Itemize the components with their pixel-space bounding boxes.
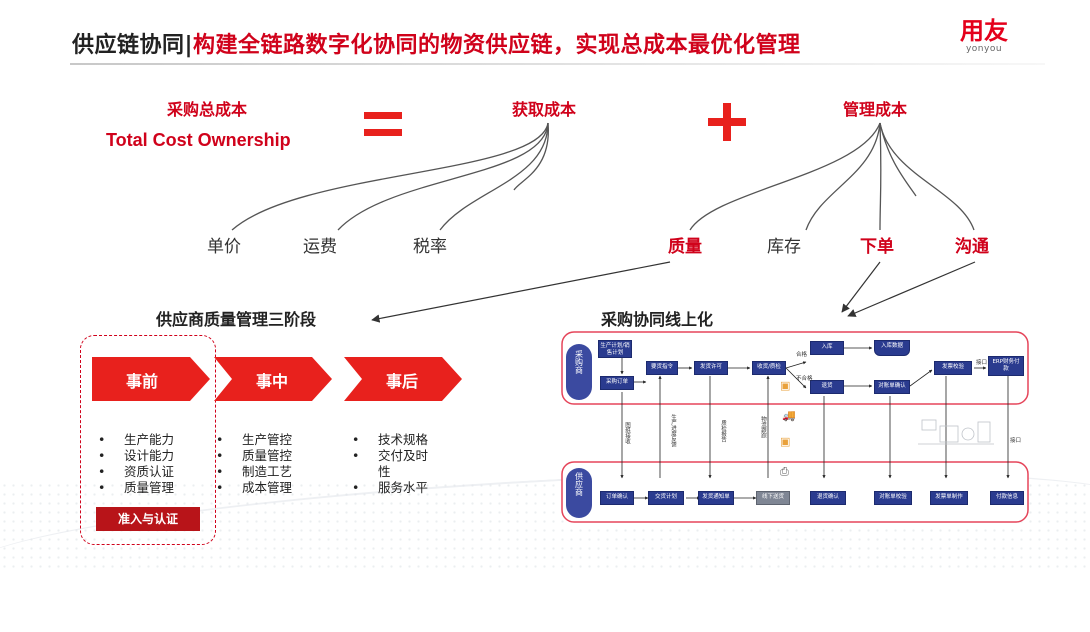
flow-node-invoice-check: 发票校验 [934, 361, 972, 375]
logo-subtext: yonyou [965, 44, 1003, 54]
equals-sign-icon [364, 110, 402, 138]
flow-node-order-confirm: 订单确认 [600, 491, 634, 505]
flow-node-return: 退货 [810, 380, 844, 394]
inventory-item: 库存 [767, 237, 801, 257]
flow-node-ship-notice: 发货通知单 [698, 491, 734, 505]
flow-node-stock-in-data: 入库数据 [874, 340, 910, 356]
total-cost-label: 采购总成本 [167, 100, 248, 119]
certification-badge: 准入与认证 [96, 507, 200, 531]
logo-text: 用友 [960, 17, 1008, 45]
flow-node-delivery-plan: 交货计划 [648, 491, 684, 505]
link-label-pass: 合格 [796, 352, 808, 358]
stage-pre-bullets: 生产能力 设计能力 资质认证 质量管理 [96, 432, 174, 496]
communication-item: 沟通 [955, 237, 989, 257]
flow-lanes-and-links [561, 331, 1029, 523]
truck-icon: 🚚 [782, 409, 796, 422]
stage-post: 事后 [344, 357, 462, 401]
list-item: 资质认证 [96, 464, 174, 480]
stage-pre-label: 事前 [125, 372, 158, 391]
yonyou-logo: 用友 yonyou [960, 18, 1008, 54]
quality-section-title: 供应商质量管理三阶段 [156, 310, 317, 329]
list-item: 制造工艺 [214, 464, 292, 480]
tax-rate-item: 税率 [413, 237, 447, 257]
list-item: 交付及时 [350, 448, 428, 464]
stage-during-label: 事中 [255, 372, 288, 391]
stage-during: 事中 [214, 357, 332, 401]
acquisition-cost-label: 获取成本 [512, 100, 577, 119]
link-label-drawing: 图纸接收 [624, 422, 630, 444]
flow-node-reconcile-check: 对账单校验 [874, 491, 912, 505]
freight-item: 运费 [303, 237, 337, 257]
flow-node-stock-in: 入库 [810, 341, 844, 355]
list-item: 质量管控 [214, 448, 292, 464]
ordering-item: 下单 [860, 237, 894, 257]
equipment-sketch [918, 419, 994, 445]
title-divider [70, 63, 1045, 65]
unit-price-item: 单价 [207, 237, 241, 257]
page-title-main: 构建全链路数字化协同的物资供应链，实现总成本最优化管理 [193, 33, 801, 58]
flow-node-reconcile: 对账单确认 [874, 380, 910, 394]
stage-during-bullets: 生产管控 质量管控 制造工艺 成本管理 [214, 432, 292, 496]
link-label-fail: 不合格 [796, 376, 813, 382]
list-item: 性 [378, 464, 391, 479]
stage-pre: 事前 [92, 357, 210, 401]
package-icon: ▣ [780, 435, 791, 448]
list-item: 设计能力 [96, 448, 174, 464]
supplier-lane-tag: 供应商 [566, 468, 592, 518]
link-label-interface: 接口 [976, 360, 988, 366]
stage-post-bullets: 技术规格 交付及时 性 服务水平 [350, 432, 428, 496]
quality-item: 质量 [668, 237, 702, 257]
link-label-progress: 生产进度反馈 [670, 414, 676, 447]
flow-node-receive-inspect: 收货/质检 [752, 361, 786, 375]
page-title-prefix: 供应链协同| [72, 33, 194, 58]
list-item: 技术规格 [350, 432, 428, 448]
total-cost-english-label: Total Cost Ownership [106, 130, 291, 150]
flow-node-return-confirm: 退货确认 [810, 491, 846, 505]
flow-node-invoice-make: 发票单制作 [930, 491, 968, 505]
flow-node-ship-permit: 发货许可 [694, 361, 728, 375]
buyer-lane-tag: 采购商 [566, 344, 592, 400]
flow-node-delivery-command: 要货指令 [646, 361, 678, 375]
printer-icon: ⎙ [780, 465, 789, 478]
list-item: 质量管理 [96, 480, 174, 496]
list-item: 生产管控 [214, 432, 292, 448]
link-label-qc-report: 质检报告 [720, 420, 726, 442]
flow-node-offline-shipping: 线下送货 [756, 491, 790, 505]
procurement-flow-diagram: 采购商 供应商 生产计划/销售计划 采购订单 要货指令 发货许可 收货/质检 入… [560, 330, 1032, 530]
stage-post-label: 事后 [385, 372, 418, 391]
list-item: 服务水平 [350, 480, 428, 496]
management-cost-label: 管理成本 [843, 100, 908, 119]
package-icon: ▣ [780, 379, 791, 392]
page-title: 供应链协同|构建全链路数字化协同的物资供应链，实现总成本最优化管理 [72, 27, 801, 59]
list-item: 生产能力 [96, 432, 174, 448]
flow-node-erp-payment: ERP财务付款 [988, 356, 1024, 376]
flow-section-title: 采购协同线上化 [601, 310, 714, 329]
flow-node-payment-info: 付款信息 [990, 491, 1024, 505]
link-label-interface-2: 接口 [1010, 438, 1022, 444]
flow-node-production-plan: 生产计划/销售计划 [598, 340, 632, 358]
plus-sign-icon [708, 103, 746, 141]
flow-node-purchase-order: 采购订单 [600, 376, 634, 390]
list-item: 成本管理 [214, 480, 292, 496]
link-label-logistics: 物流跟踪 [760, 416, 766, 438]
